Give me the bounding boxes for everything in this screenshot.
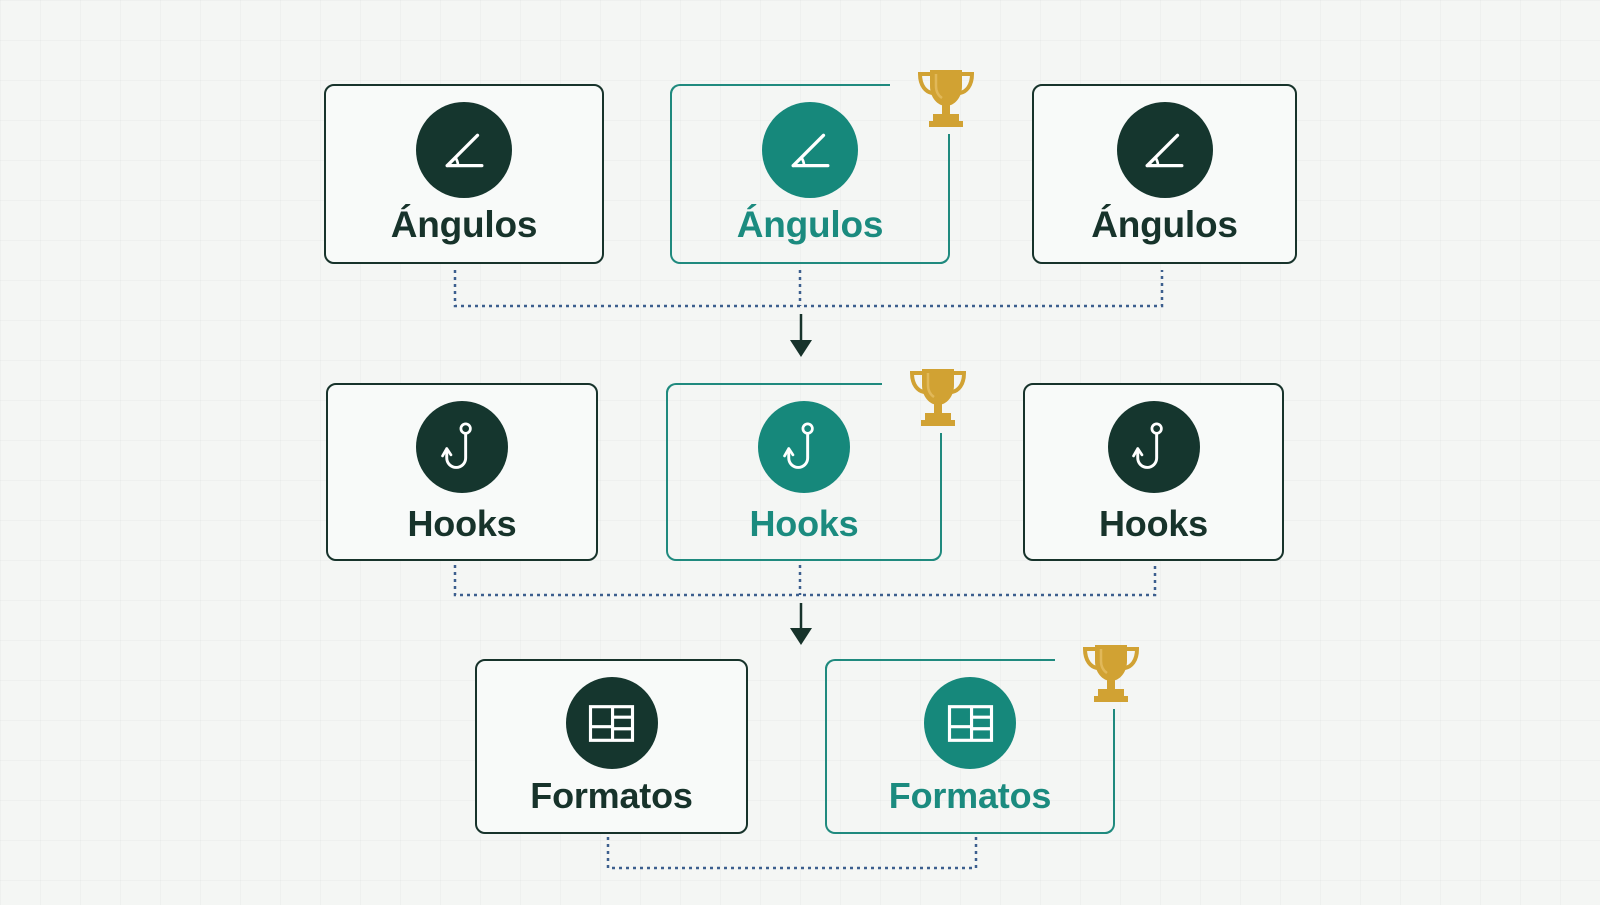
card-label: Hooks — [749, 503, 859, 544]
card-row2-1: Hooks — [326, 383, 598, 561]
dotted-bracket-row2 — [453, 565, 1157, 597]
icon-badge — [416, 401, 508, 493]
card-label: Ángulos — [736, 204, 884, 245]
winner-top-border — [676, 383, 882, 385]
icon-badge — [924, 677, 1016, 769]
layout-icon — [939, 692, 1002, 755]
angle-icon — [778, 118, 843, 183]
winner-top-left-corner — [666, 383, 678, 395]
winner-card-row1: Ángulos — [670, 84, 950, 264]
trophy-icon — [914, 62, 978, 132]
hook-icon — [773, 416, 836, 479]
winner-right-border — [1112, 709, 1115, 824]
winner-corner — [930, 549, 942, 561]
card-label: Hooks — [1098, 503, 1209, 544]
dotted-bracket-row1 — [453, 270, 1164, 308]
icon-badge — [416, 102, 512, 198]
icon-badge — [758, 401, 850, 493]
arrow-down-row2 — [790, 603, 812, 645]
winner-card-row3: Formatos — [825, 659, 1115, 834]
layout-icon — [580, 692, 643, 755]
winner-top-border — [835, 659, 1055, 661]
card-label: Ángulos — [390, 204, 538, 245]
trophy-icon — [1079, 637, 1143, 707]
icon-badge — [762, 102, 858, 198]
winner-top-left-corner — [670, 84, 682, 96]
card-row3-1: Formatos — [475, 659, 748, 834]
angle-icon — [1132, 118, 1197, 183]
connector-row2 — [453, 565, 1157, 597]
dotted-bracket-row3 — [606, 837, 978, 870]
icon-badge — [1116, 102, 1213, 198]
icon-badge — [1107, 401, 1200, 493]
winner-top-border — [680, 84, 890, 86]
card-row1-1: Ángulos — [324, 84, 604, 264]
angle-icon — [432, 118, 497, 183]
winner-right-border — [939, 433, 942, 551]
card-label: Formatos — [530, 775, 693, 816]
hook-icon — [431, 416, 494, 479]
card-label: Formatos — [888, 775, 1052, 816]
arrow-down-row1 — [790, 314, 812, 357]
card-row2-3: Hooks — [1023, 383, 1284, 561]
connector-row1 — [453, 270, 1164, 308]
connector-row3 — [606, 837, 978, 870]
winner-corner — [1103, 822, 1115, 834]
icon-badge — [565, 677, 658, 769]
winner-card-row2: Hooks — [666, 383, 942, 561]
card-label: Hooks — [407, 503, 517, 544]
winner-top-left-corner — [825, 659, 837, 671]
hook-icon — [1122, 416, 1185, 479]
winner-corner — [938, 252, 950, 264]
card-row1-3: Ángulos — [1032, 84, 1297, 264]
trophy-icon — [906, 361, 970, 431]
winner-right-border — [947, 134, 950, 254]
card-label: Ángulos — [1091, 204, 1238, 245]
